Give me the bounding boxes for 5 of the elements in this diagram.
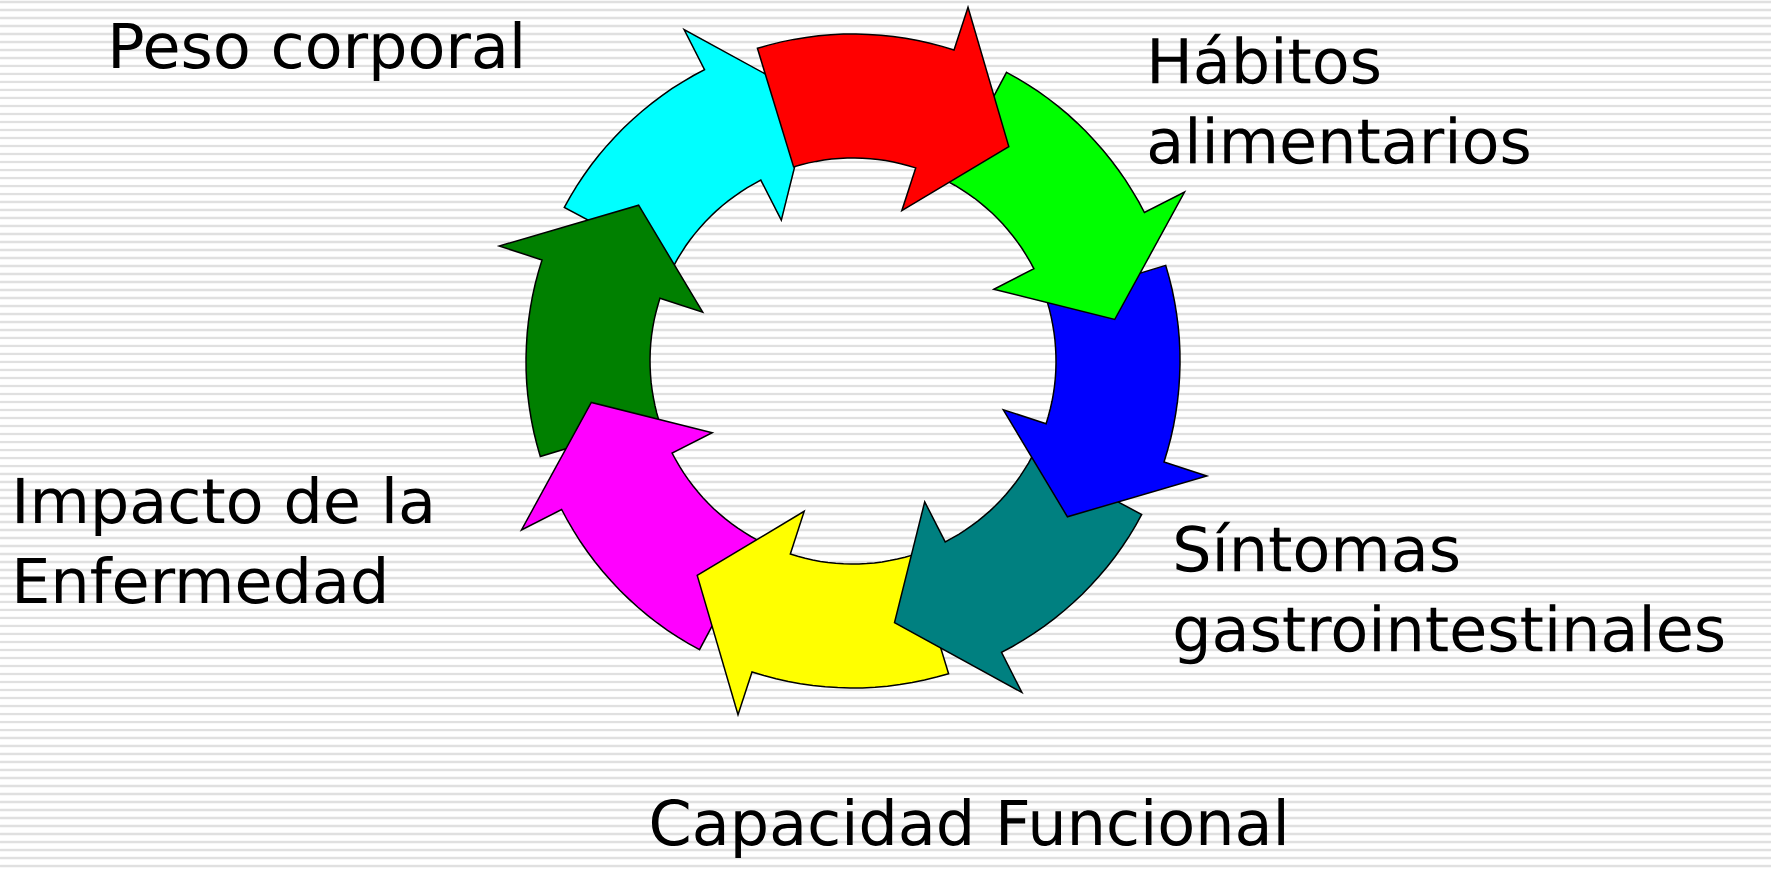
label-text: Peso corporal <box>113 21 521 81</box>
label-text: Impacto de la Enfermedad <box>17 476 431 604</box>
label-text: Síntomas gastrointestinales <box>1175 521 1724 665</box>
label-text: Hábitos alimentarios <box>1149 33 1529 165</box>
label-text: Capacidad Funcional <box>651 798 1284 858</box>
